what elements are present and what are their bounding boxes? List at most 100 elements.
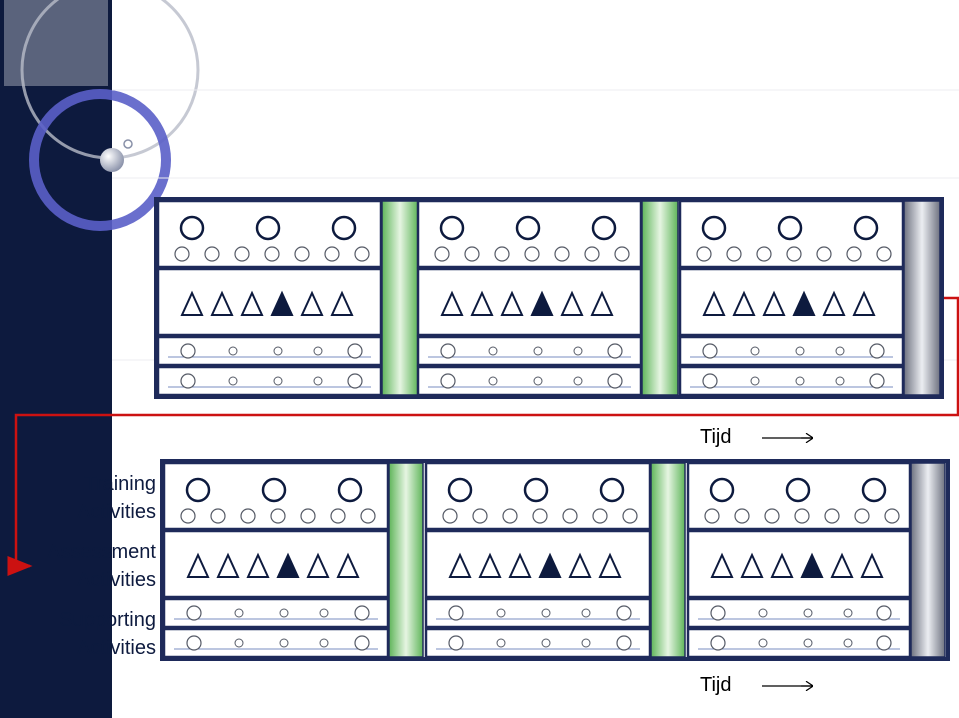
large-circle bbox=[785, 477, 811, 503]
triangle bbox=[732, 290, 756, 316]
triangle bbox=[216, 552, 240, 578]
assessment-section bbox=[156, 267, 383, 337]
small-circle bbox=[554, 246, 570, 262]
flow-arrow bbox=[7, 296, 959, 576]
support-circle bbox=[607, 343, 623, 359]
triangle bbox=[770, 552, 794, 578]
triangle bbox=[702, 290, 726, 316]
support-dot bbox=[273, 346, 283, 356]
triangle bbox=[180, 290, 204, 316]
small-circle bbox=[696, 246, 712, 262]
triangle bbox=[830, 552, 854, 578]
support-circle bbox=[616, 605, 632, 621]
phase-block bbox=[678, 199, 941, 397]
support-circle bbox=[354, 605, 370, 621]
small-circle bbox=[464, 246, 480, 262]
small-circle bbox=[472, 508, 488, 524]
triangle bbox=[210, 290, 234, 316]
support-dot bbox=[758, 608, 768, 618]
support-dot bbox=[795, 376, 805, 386]
support-circle bbox=[186, 605, 202, 621]
triangle bbox=[852, 290, 876, 316]
small-circle bbox=[240, 508, 256, 524]
small-circle bbox=[532, 508, 548, 524]
large-circle bbox=[777, 215, 803, 241]
support-circle bbox=[440, 343, 456, 359]
small-circle bbox=[704, 508, 720, 524]
large-circle bbox=[185, 477, 211, 503]
small-circle bbox=[584, 246, 600, 262]
triangle bbox=[470, 290, 494, 316]
support-circle bbox=[347, 343, 363, 359]
support-circle bbox=[448, 605, 464, 621]
large-circle bbox=[331, 215, 357, 241]
label-supporting-line1: Supporting bbox=[59, 609, 156, 631]
support-circle bbox=[702, 373, 718, 389]
support-circle bbox=[448, 635, 464, 651]
support-circle bbox=[354, 635, 370, 651]
small-circle bbox=[524, 246, 540, 262]
label-assessment-line1: Assessment bbox=[47, 541, 156, 563]
small-circle bbox=[876, 246, 892, 262]
training-section bbox=[416, 199, 643, 269]
support-dot bbox=[313, 346, 323, 356]
support-dot bbox=[279, 638, 289, 648]
label-assessment: Assessment Activities bbox=[47, 538, 156, 594]
assessment-section bbox=[424, 529, 652, 599]
training-section bbox=[162, 461, 390, 531]
small-circle bbox=[360, 508, 376, 524]
small-circle bbox=[300, 508, 316, 524]
small-circle bbox=[562, 508, 578, 524]
support-circle bbox=[869, 373, 885, 389]
training-section bbox=[686, 461, 912, 531]
support-dot bbox=[541, 638, 551, 648]
end-separator-bar bbox=[903, 200, 941, 396]
support-dot bbox=[488, 346, 498, 356]
large-circle bbox=[337, 477, 363, 503]
phase-block bbox=[162, 461, 424, 659]
filled-triangle bbox=[792, 290, 816, 316]
large-circle bbox=[523, 477, 549, 503]
support-dot bbox=[835, 376, 845, 386]
triangle bbox=[590, 290, 614, 316]
filled-triangle bbox=[530, 290, 554, 316]
triangle bbox=[860, 552, 884, 578]
small-circle bbox=[854, 508, 870, 524]
support-dot bbox=[581, 638, 591, 648]
small-circle bbox=[270, 508, 286, 524]
small-circle bbox=[846, 246, 862, 262]
support-dot bbox=[803, 608, 813, 618]
triangle bbox=[478, 552, 502, 578]
sidebar-decoration bbox=[0, 0, 200, 718]
small-circle bbox=[734, 508, 750, 524]
support-circle bbox=[186, 635, 202, 651]
phase-separator-bar bbox=[381, 200, 419, 396]
triangle bbox=[822, 290, 846, 316]
support-dot bbox=[279, 608, 289, 618]
triangle bbox=[710, 552, 734, 578]
large-circle bbox=[255, 215, 281, 241]
support-dot bbox=[533, 346, 543, 356]
label-assessment-line2: Activities bbox=[77, 569, 156, 591]
triangle bbox=[300, 290, 324, 316]
support-dot bbox=[234, 638, 244, 648]
small-circle bbox=[614, 246, 630, 262]
small-circle bbox=[264, 246, 280, 262]
support-dot bbox=[273, 376, 283, 386]
large-circle bbox=[853, 215, 879, 241]
triangle bbox=[336, 552, 360, 578]
support-dot bbox=[533, 376, 543, 386]
support-dot bbox=[496, 638, 506, 648]
support-circle bbox=[710, 605, 726, 621]
triangle bbox=[568, 552, 592, 578]
small-circle bbox=[756, 246, 772, 262]
support-dot bbox=[758, 638, 768, 648]
support-dot bbox=[234, 608, 244, 618]
large-circle bbox=[599, 477, 625, 503]
large-circle bbox=[861, 477, 887, 503]
large-circle bbox=[447, 477, 473, 503]
small-circle bbox=[434, 246, 450, 262]
small-circle bbox=[816, 246, 832, 262]
filled-triangle bbox=[276, 552, 300, 578]
support-dot bbox=[843, 638, 853, 648]
